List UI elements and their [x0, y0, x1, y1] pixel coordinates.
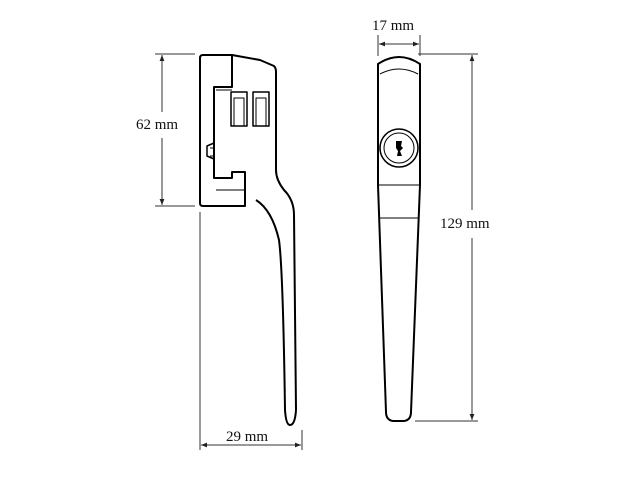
front-body-outline	[377, 56, 421, 422]
side-inner-step	[213, 55, 246, 206]
key-cylinder-inner	[383, 132, 415, 164]
side-slot-1	[230, 91, 248, 127]
front-height-label: 129 mm	[440, 216, 490, 232]
side-lever-arm	[255, 199, 297, 426]
front-width-label: 17 mm	[372, 18, 415, 34]
side-body-outline	[199, 54, 246, 207]
side-width-label: 29 mm	[226, 429, 269, 445]
front-dimensions	[377, 35, 478, 422]
side-latch-nub	[206, 142, 215, 160]
keyhole-icon	[396, 141, 403, 156]
front-view	[377, 56, 421, 422]
key-cylinder-outer	[379, 128, 419, 168]
side-view	[199, 54, 297, 426]
side-slot-2	[252, 91, 270, 127]
side-height-label: 62 mm	[136, 117, 179, 133]
side-dimensions	[155, 53, 303, 450]
